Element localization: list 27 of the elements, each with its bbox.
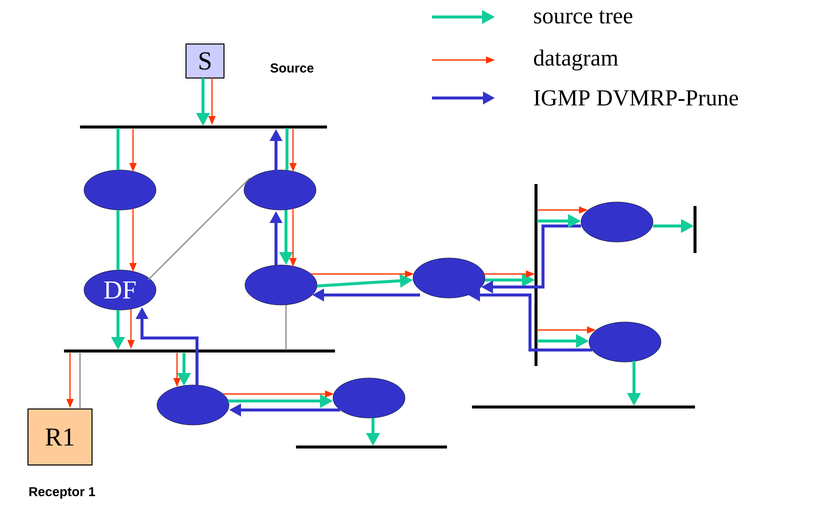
connector-line xyxy=(285,305,287,350)
router-ellipse xyxy=(156,384,230,426)
node-caption: Receptor 1 xyxy=(29,487,96,499)
router-ellipse xyxy=(588,322,662,362)
connector-line xyxy=(116,128,120,170)
connector-line xyxy=(148,178,250,280)
router-ellipse xyxy=(332,378,406,418)
connector-line xyxy=(116,210,120,270)
connector-line xyxy=(79,352,81,409)
network-line xyxy=(296,446,447,448)
network-line xyxy=(694,206,696,253)
connector-line xyxy=(286,128,288,170)
network-line xyxy=(80,126,327,128)
receiver-box: R1 xyxy=(28,408,92,466)
legend-label: source tree xyxy=(534,10,632,24)
legend-label: IGMP DVMRP-Prune xyxy=(534,90,738,106)
network-line xyxy=(472,406,695,408)
source-box: S xyxy=(186,44,224,78)
router-ellipse xyxy=(412,258,486,298)
network-line xyxy=(64,350,335,352)
router-ellipse xyxy=(244,264,318,306)
node-caption: Source xyxy=(270,63,314,73)
network-line xyxy=(534,184,538,366)
router-ellipse xyxy=(244,170,316,210)
legend-label: datagram xyxy=(534,50,618,70)
router-ellipse xyxy=(84,170,156,210)
router-ellipse xyxy=(580,202,654,242)
